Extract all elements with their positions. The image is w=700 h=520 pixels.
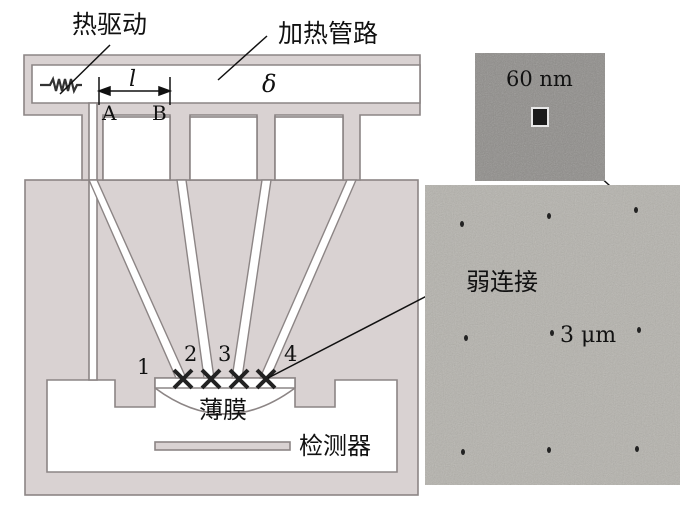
label-junction-3: 3 xyxy=(218,342,231,366)
channels xyxy=(87,179,358,379)
heater-icon xyxy=(40,75,82,95)
sem-inset-image xyxy=(475,53,605,181)
label-membrane: 薄膜 xyxy=(199,396,247,424)
label-inset-scale: 60 nm xyxy=(506,67,573,91)
weak-link-marks xyxy=(172,368,277,390)
label-junction-1: 1 xyxy=(137,355,150,379)
heating-manifold xyxy=(23,54,421,181)
detector-bar xyxy=(154,441,291,451)
label-point-b: B xyxy=(152,101,167,125)
device-body xyxy=(24,179,419,496)
x-mark-1 xyxy=(172,368,194,390)
label-heating-pipe: 加热管路 xyxy=(278,19,378,48)
channel-4 xyxy=(258,179,358,379)
x-mark-3 xyxy=(228,368,250,390)
x-mark-2 xyxy=(200,368,222,390)
label-detector: 检测器 xyxy=(299,432,371,460)
x-mark-4 xyxy=(255,368,277,390)
label-length: l xyxy=(129,67,136,92)
label-thermal-drive: 热驱动 xyxy=(72,10,147,39)
sem-main-image xyxy=(425,185,680,485)
label-junction-2: 2 xyxy=(184,342,197,366)
nanopillar xyxy=(531,107,549,127)
label-weak-link: 弱连接 xyxy=(466,268,538,296)
label-junction-4: 4 xyxy=(284,342,297,366)
label-point-a: A xyxy=(101,101,117,125)
label-main-scale: 3 μm xyxy=(560,323,616,348)
length-dimension xyxy=(96,77,173,105)
label-delta: δ xyxy=(262,70,276,98)
